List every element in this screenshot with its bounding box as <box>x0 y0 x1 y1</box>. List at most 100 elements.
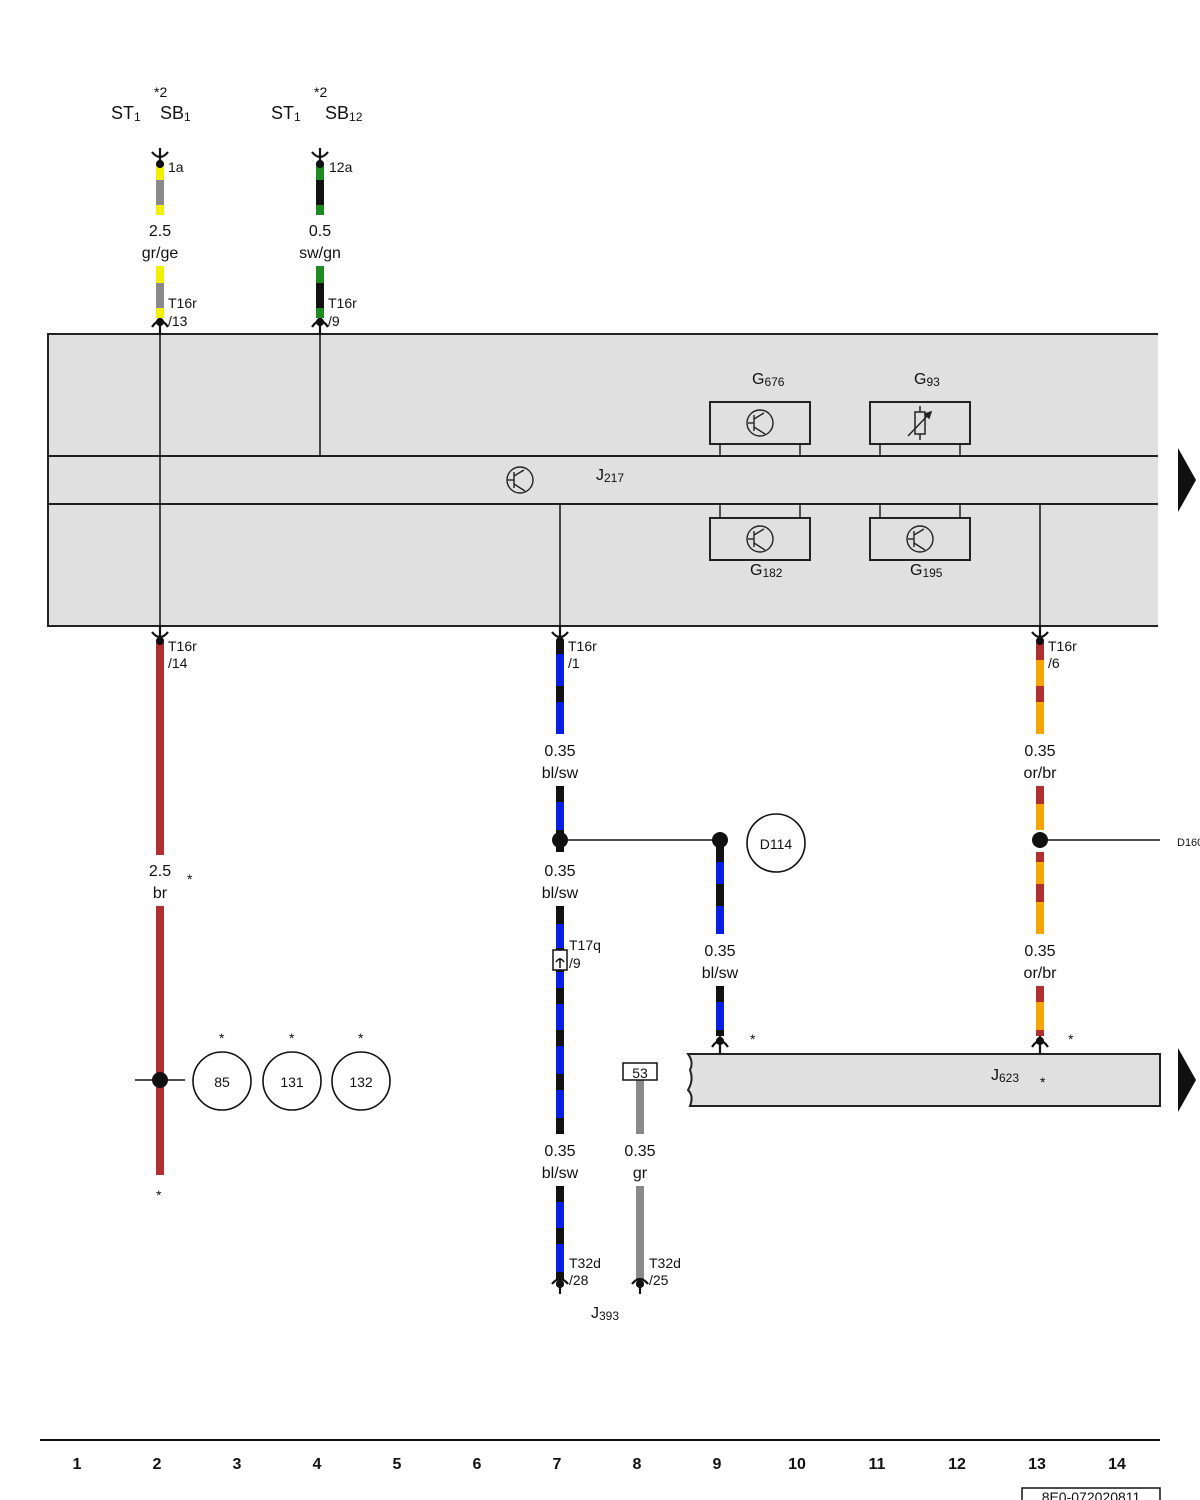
connector-name: T32d <box>649 1255 681 1271</box>
component-label-j393: J393 <box>591 1305 619 1323</box>
connector-pin-icon <box>151 626 169 646</box>
inline-connector-icon <box>552 949 568 971</box>
reference-circle-d114 <box>746 813 806 873</box>
wire-size: 0.35 <box>624 1143 655 1160</box>
connector-pin-icon <box>311 148 329 169</box>
reference-box-53 <box>622 1062 658 1081</box>
connector-pin-icon <box>631 1277 649 1294</box>
wire-color: bl/sw <box>542 765 579 782</box>
control-unit-bar-j217 <box>47 455 1161 505</box>
wire-color: bl/sw <box>542 1165 579 1182</box>
connector-pin-icon <box>1031 626 1049 646</box>
column-number: 13 <box>1028 1456 1046 1473</box>
column-number: 10 <box>788 1456 806 1473</box>
junction-dot <box>152 1072 168 1088</box>
source-label-sb12: SB12 <box>325 103 363 124</box>
connector-pin-icon <box>711 1036 729 1054</box>
transistor-icon-g195 <box>906 525 934 553</box>
source-note-1: *2 <box>154 84 167 100</box>
wire-size: 0.35 <box>1024 943 1055 960</box>
continuation-arrow-upper <box>1178 448 1196 512</box>
connector-pin: /6 <box>1048 655 1060 671</box>
control-unit-box-top <box>47 333 1161 457</box>
reference-circle-131 <box>262 1051 322 1111</box>
doc-code: 8E0-072020811 <box>1042 1489 1141 1500</box>
reference-label-d160: D160 <box>1177 837 1200 849</box>
asterisk-marker: * <box>156 1187 162 1203</box>
wire-color: or/br <box>1024 965 1058 982</box>
source-label-st1-b: ST1 <box>271 103 301 124</box>
column-number: 11 <box>869 1456 886 1473</box>
transistor-icon-j217 <box>506 466 534 494</box>
connector-name: T16r <box>328 295 357 311</box>
wire-size: 0.35 <box>704 943 735 960</box>
wire-size: 0.35 <box>544 1143 575 1160</box>
connector-name: T16r <box>1048 638 1077 654</box>
source-label-sb1: SB1 <box>160 103 191 124</box>
connector-pin-icon <box>551 626 569 646</box>
junction-dot <box>712 832 728 848</box>
reference-label-d114: D114 <box>760 836 793 852</box>
wire-color: bl/sw <box>702 965 739 982</box>
doc-code-box <box>1021 1487 1161 1500</box>
asterisk-marker: * <box>1040 1074 1046 1090</box>
connector-name: T32d <box>569 1255 601 1271</box>
connector-pin-icon <box>151 317 169 334</box>
wire-size: 0.35 <box>544 743 575 760</box>
column-number: 8 <box>633 1456 642 1473</box>
junction-dot <box>552 832 568 848</box>
connector-name: T16r <box>168 638 197 654</box>
wire-color: gr/ge <box>142 245 179 262</box>
connector-pin: /9 <box>328 313 340 329</box>
reference-label-132: 132 <box>349 1074 373 1090</box>
column-number: 4 <box>313 1456 322 1473</box>
connector-pin: /13 <box>168 313 188 329</box>
component-label-g93: G93 <box>914 371 940 389</box>
column-number: 7 <box>553 1456 562 1473</box>
connector-pin: /9 <box>569 955 581 971</box>
connector-pin: /1 <box>568 655 580 671</box>
connector-pin-icon <box>551 1277 569 1294</box>
wire-size: 2.5 <box>149 863 171 880</box>
wire-color: sw/gn <box>299 245 341 262</box>
reference-label-53: 53 <box>632 1065 648 1081</box>
connector-pin-icon <box>311 317 329 334</box>
column-number: 5 <box>393 1456 402 1473</box>
wire-size: 0.5 <box>309 223 331 240</box>
component-label-j623: J623 <box>991 1067 1019 1085</box>
component-label-g195: G195 <box>910 562 943 580</box>
source-pin-1a: 1a <box>168 159 184 175</box>
connector-pin: /14 <box>168 655 188 671</box>
wire-color: gr <box>633 1165 648 1182</box>
asterisk-marker: * <box>750 1031 756 1047</box>
asterisk-marker: * <box>187 871 193 887</box>
column-number: 9 <box>713 1456 722 1473</box>
asterisk-marker: * <box>358 1030 364 1046</box>
sensor-g195-box <box>869 517 971 561</box>
column-number: 1 <box>73 1456 82 1473</box>
wire-color: br <box>153 885 168 902</box>
continuation-arrow-lower <box>1178 1048 1196 1112</box>
transistor-icon-g676 <box>746 409 774 437</box>
column-number: 3 <box>233 1456 242 1473</box>
source-label-st1: ST1 <box>111 103 141 124</box>
thermistor-icon-g93 <box>907 406 933 440</box>
sensor-g182-box <box>709 517 811 561</box>
column-number: 14 <box>1108 1456 1126 1473</box>
junction-dot <box>1032 832 1048 848</box>
wire-color: or/br <box>1024 765 1058 782</box>
reference-circle-85 <box>192 1051 252 1111</box>
connector-pin-icon <box>151 148 169 169</box>
wire-size: 2.5 <box>149 223 171 240</box>
sensor-g676-box <box>709 401 811 445</box>
asterisk-marker: * <box>219 1030 225 1046</box>
column-number: 2 <box>153 1456 162 1473</box>
asterisk-marker: * <box>1068 1031 1074 1047</box>
component-label-g676: G676 <box>752 371 785 389</box>
reference-label-85: 85 <box>214 1074 230 1090</box>
connector-pin-icon <box>1031 1036 1049 1054</box>
wire-color: bl/sw <box>542 885 579 902</box>
column-number: 12 <box>948 1456 966 1473</box>
component-label-j217: J217 <box>596 467 624 485</box>
